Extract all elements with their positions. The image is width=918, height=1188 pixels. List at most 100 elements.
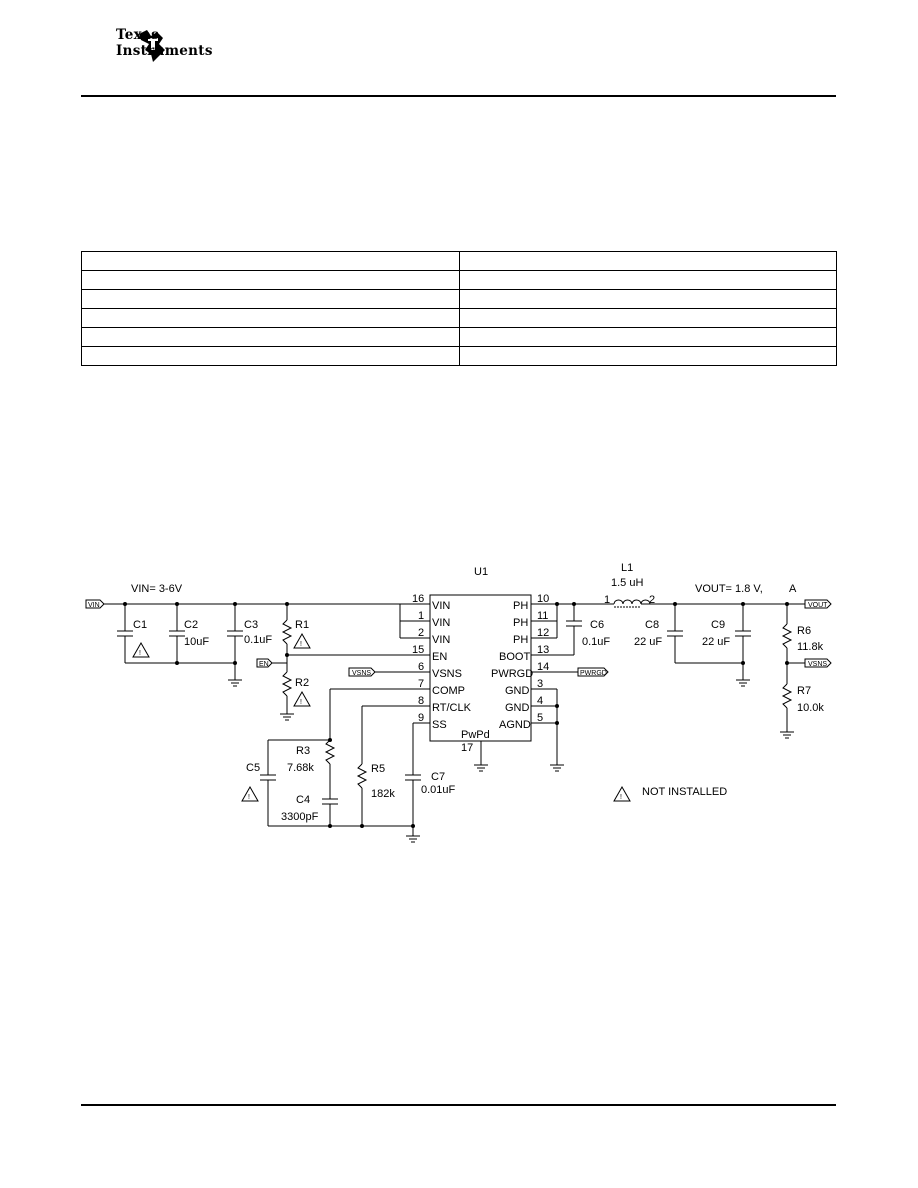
logo-line2: Instruments [116,43,213,59]
vout-current-label: A [789,583,797,595]
c4-value: 3300pF [281,811,319,823]
r6-value: 11.8k [797,641,824,653]
pin-number: 14 [537,661,549,673]
c7-value: 0.01uF [421,784,456,796]
ground-icon [550,764,564,772]
logo-line1: Texas [116,27,159,43]
table-row [81,346,837,366]
pin-name: PH [513,617,528,629]
pin-number: 10 [537,593,549,605]
pin-number: 4 [537,695,543,707]
c9-ref: C9 [711,619,725,631]
pin-name: VIN [432,600,450,612]
c8-ref: C8 [645,619,659,631]
pin-number: 7 [418,678,424,690]
c4-ref: C4 [296,794,310,806]
vout-port-label: VOUT [808,602,828,609]
vsns-port-right-label: VSNS [808,661,827,668]
c6-ref: C6 [590,619,604,631]
svg-text:!: ! [139,650,141,657]
pin-number: 1 [418,610,424,622]
spec-table [81,251,837,366]
ti-logo-icon [139,30,165,62]
c7-ref: C7 [431,771,445,783]
r2-ref: R2 [295,677,309,689]
pin-name: AGND [499,719,531,731]
r6-ref: R6 [797,625,811,637]
pin-name: GND [505,685,530,697]
ground-icon [280,713,294,721]
pin-name: VSNS [432,668,462,680]
warning-icon: ! [132,641,150,658]
svg-text:!: ! [300,699,302,706]
c2-value: 10uF [184,636,209,648]
pin-number: 12 [537,627,549,639]
en-port [256,658,273,668]
ground-icon [474,764,488,772]
pin-name: SS [432,719,447,731]
pin-number: 15 [412,644,424,656]
warning-icon: ! [293,632,311,649]
r5-value: 182k [371,788,395,800]
pin-name: PH [513,634,528,646]
pin-name: EN [432,651,447,663]
r3-ref: R3 [296,745,310,757]
vsns-port-left [348,667,376,677]
pin-number: 2 [418,627,424,639]
ground-icon [780,731,794,739]
inductor-coil [613,599,651,605]
pin-name: PH [513,600,528,612]
pin-name: PWRGD [491,668,533,680]
pwrgd-port-label: PWRGD [580,670,607,677]
vin-port-label: VIN [88,602,100,609]
r7-ref: R7 [797,685,811,697]
vin-port [85,599,105,609]
c2-ref: C2 [184,619,198,631]
pin-number: 8 [418,695,424,707]
warning-icon: ! [293,690,311,707]
r3-value: 7.68k [287,762,314,774]
c8-value: 22 uF [634,636,662,648]
pin-number: 6 [418,661,424,673]
pin-name: PwPd [461,729,490,741]
warning-icon: ! [241,785,259,802]
l1-pin1: 1 [604,594,610,606]
r5-ref: R5 [371,763,385,775]
vout-port [804,599,832,609]
en-port-label: EN [259,661,269,668]
pin-name: COMP [432,685,465,697]
c9-value: 22 uF [702,636,730,648]
vout-label: VOUT= 1.8 V, [695,583,763,595]
l1-value: 1.5 uH [611,577,643,589]
header-rule [81,95,836,97]
vsns-port-right [804,658,832,668]
ic-ref: U1 [474,566,488,578]
pin-number: 3 [537,678,543,690]
pin-name: GND [505,702,530,714]
l1-pin2: 2 [649,594,655,606]
ground-icon [736,679,750,687]
vin-label: VIN= 3-6V [131,583,183,595]
pin-number: 17 [461,742,473,754]
r7-value: 10.0k [797,702,824,714]
table-row [81,251,837,271]
c3-value: 0.1uF [244,634,272,646]
pin-number: 9 [418,712,424,724]
c6-value: 0.1uF [582,636,610,648]
pin-name: RT/CLK [432,702,472,714]
legend-not-installed: NOT INSTALLED [642,786,727,798]
vsns-port-left-label: VSNS [352,670,371,677]
pin-number: 5 [537,712,543,724]
warning-icon: ! [613,785,631,802]
pin-number: 13 [537,644,549,656]
pin-name: VIN [432,634,450,646]
ground-icon [228,679,242,687]
svg-text:!: ! [300,641,302,648]
svg-text:!: ! [620,794,622,801]
c5-ref: C5 [246,762,260,774]
l1-ref: L1 [621,562,633,574]
c1-ref: C1 [133,619,147,631]
svg-text:!: ! [248,794,250,801]
table-cell [458,346,837,366]
